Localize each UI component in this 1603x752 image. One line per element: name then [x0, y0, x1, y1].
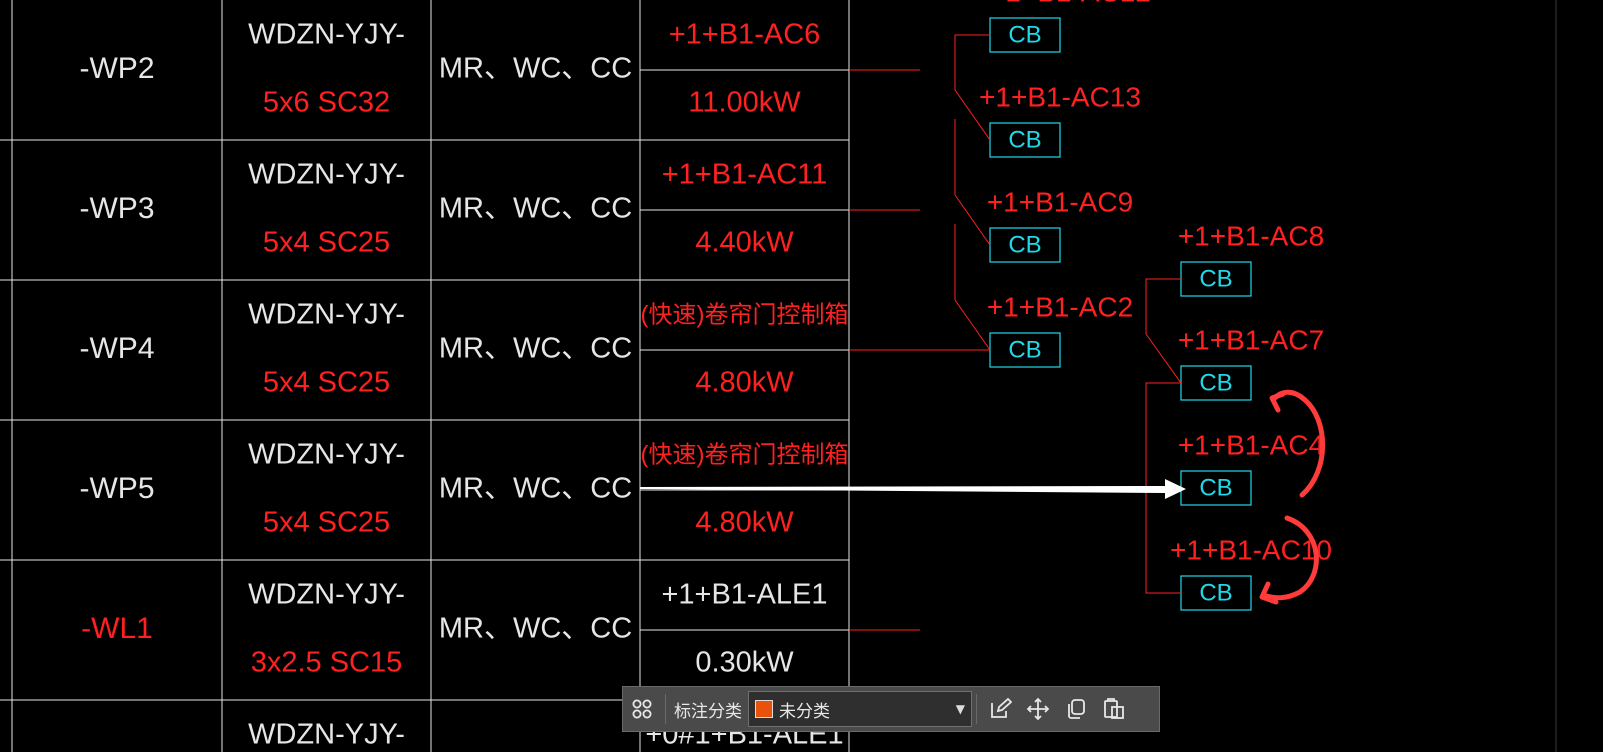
annotation-category-dropdown[interactable]: 未分类 ▼	[748, 691, 972, 727]
breaker-load-label: +1+B1-AC10	[1170, 534, 1332, 565]
cb-label: CB	[1199, 474, 1232, 501]
cable-spec: 3x2.5 SC15	[251, 647, 403, 679]
copy-button[interactable]	[1057, 690, 1095, 728]
cable-type: WDZN-YJY-	[248, 159, 405, 191]
cb-label: CB	[1008, 126, 1041, 153]
red-arrowhead-up	[1269, 391, 1286, 413]
load-name: (快速)卷帘门控制箱	[641, 441, 849, 468]
cb-label: CB	[1199, 369, 1232, 396]
breaker-g1-1: CB +1+B1-AC13	[979, 81, 1141, 158]
load-power: 11.00kW	[688, 87, 801, 119]
cable-spec: 5x4 SC25	[263, 227, 390, 259]
grid-icon-button[interactable]	[623, 690, 661, 728]
circuit-id: -WL1	[81, 612, 153, 645]
cable-type: WDZN-YJY-	[248, 719, 405, 751]
load-power: 4.40kW	[695, 227, 794, 259]
breaker-g2-0: CB +1+B1-AC8	[1178, 220, 1324, 297]
breaker-load-label: +1+B1-AC4	[1178, 429, 1324, 460]
white-arrow-annotation	[640, 479, 1186, 499]
load-name: (快速)卷帘门控制箱	[641, 301, 849, 328]
circuit-id: -WP5	[80, 472, 155, 505]
load-power: 4.80kW	[695, 507, 794, 539]
breaker-diagram: +1+B1-AC12CBCB+1+B1-AC13CB+1+B1-AC9CB+1+…	[954, 0, 1332, 611]
cb-label: CB	[1199, 265, 1232, 292]
laying-method: MR、WC、CC	[439, 53, 632, 85]
chevron-down-icon: ▼	[955, 702, 965, 716]
laying-method: MR、WC、CC	[439, 613, 632, 645]
cb-label: CB	[1008, 21, 1041, 48]
cable-type: WDZN-YJY-	[248, 299, 405, 331]
cable-spec: 5x4 SC25	[263, 367, 390, 399]
connection-lines	[849, 0, 1557, 752]
breaker-g1-0: CB	[989, 17, 1061, 53]
toolbar-divider	[976, 694, 977, 724]
breaker-load-label: +1+B1-AC12	[989, 0, 1151, 7]
move-button[interactable]	[1019, 690, 1057, 728]
red-arrowhead-down	[1259, 581, 1279, 605]
annotation-toolbar: 标注分类 未分类 ▼	[622, 686, 1160, 732]
cable-type: WDZN-YJY-	[248, 19, 405, 51]
load-power: 0.30kW	[695, 647, 794, 679]
red-curved-arrow-down	[1263, 515, 1319, 601]
breaker-g1-3: CB +1+B1-AC2	[987, 291, 1133, 368]
toolbar-divider	[665, 694, 666, 724]
edit-icon	[991, 697, 1012, 718]
cable-type: WDZN-YJY-	[248, 579, 405, 611]
cable-type: WDZN-YJY-	[248, 439, 405, 471]
circuit-id: -WP2	[80, 52, 155, 85]
breaker-g2-2: CB +1+B1-AC4	[1178, 429, 1324, 506]
edit-button[interactable]	[981, 690, 1019, 728]
cb-label: CB	[1008, 336, 1041, 363]
load-name: +1+B1-ALE1	[661, 579, 827, 611]
grid-icon	[632, 699, 652, 719]
laying-method: MR、WC、CC	[439, 193, 632, 225]
breaker-g1-2: CB +1+B1-AC9	[987, 186, 1133, 263]
circuit-id: -WP4	[80, 332, 155, 365]
cable-spec: 5x6 SC32	[263, 87, 390, 119]
bus-line-group1	[954, 34, 991, 351]
laying-method: MR、WC、CC	[439, 333, 632, 365]
copy-icon	[1068, 699, 1085, 719]
breaker-g2-3: CB +1+B1-AC10	[1170, 534, 1332, 611]
breaker-load-label: +1+B1-AC2	[987, 291, 1133, 322]
circuit-id: -WP3	[80, 192, 155, 225]
paste-button[interactable]	[1095, 690, 1133, 728]
annotation-category-value: 未分类	[779, 701, 830, 722]
load-name: +1+B1-AC11	[662, 159, 828, 191]
move-icon	[1026, 697, 1050, 721]
breaker-g2-1: CB +1+B1-AC7	[1178, 324, 1324, 401]
cable-spec: 5x4 SC25	[263, 507, 390, 539]
category-color-swatch	[755, 700, 773, 718]
load-power: 4.80kW	[695, 367, 794, 399]
cb-label: CB	[1008, 231, 1041, 258]
load-name: +1+B1-AC6	[669, 19, 821, 51]
markup-annotations	[640, 389, 1326, 605]
breaker-load-label: +1+B1-AC8	[1178, 220, 1324, 251]
breaker-load-label: +1+B1-AC13	[979, 81, 1141, 112]
cb-label: CB	[1199, 579, 1232, 606]
breaker-load-label: +1+B1-AC9	[987, 186, 1133, 217]
paste-icon	[1104, 698, 1124, 719]
laying-method: MR、WC、CC	[439, 473, 632, 505]
breaker-load-label: +1+B1-AC7	[1178, 324, 1324, 355]
annotation-category-label: 标注分类	[674, 701, 742, 722]
